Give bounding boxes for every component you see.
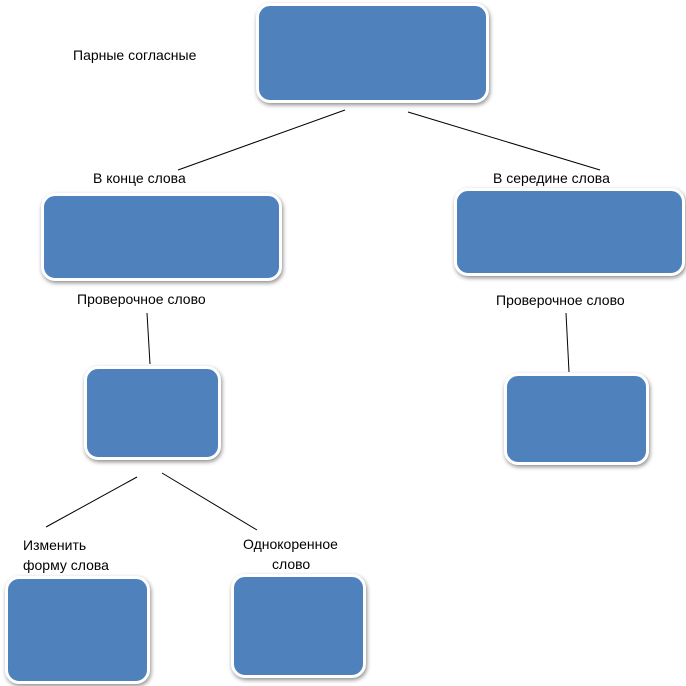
connector-root-right [407,111,601,171]
same-root-label-line2: слово [272,556,311,572]
end-of-word-label: В конце слова [93,170,186,186]
change-form-label-line1: Изменить [23,537,87,553]
connector-right-check [565,312,570,373]
connector-root-left [177,109,346,171]
middle-of-word-box[interactable] [454,188,685,276]
root-label: Парные согласные [73,47,197,63]
right-check-box[interactable] [504,373,649,465]
left-check-box[interactable] [84,366,221,460]
middle-of-word-label: В середине слова [493,170,610,186]
right-check-label: Проверочное слово [496,292,625,308]
change-form-box[interactable] [5,576,150,684]
connector-left-check [146,312,151,365]
connector-check-change-form [45,476,138,528]
same-root-label-line1: Однокоренное [243,536,338,552]
same-root-box[interactable] [231,574,366,678]
connector-check-same-root [161,472,258,531]
end-of-word-box[interactable] [41,193,282,281]
root-box[interactable] [256,3,489,103]
change-form-label-line2: форму слова [23,557,109,573]
left-check-label: Проверочное слово [77,291,206,307]
